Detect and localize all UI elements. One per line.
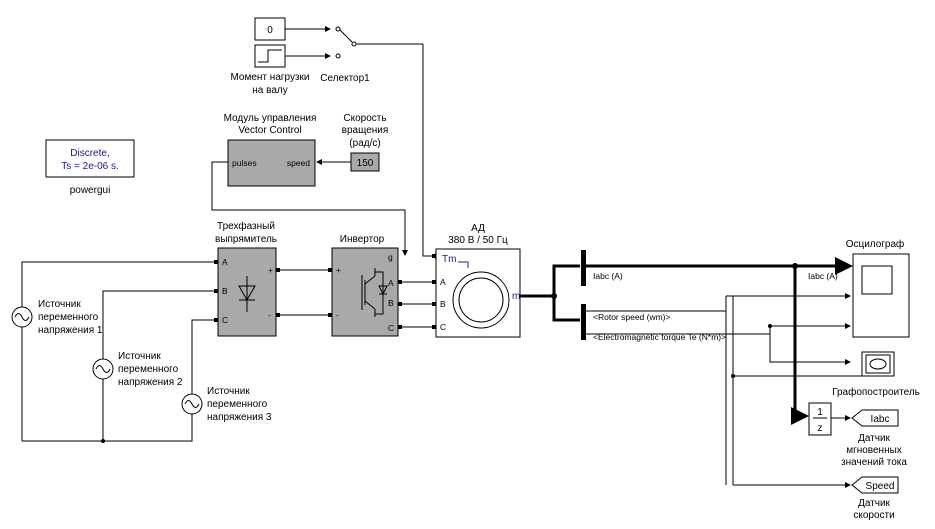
source2-label-1: Источник bbox=[118, 351, 161, 362]
unit-delay-den: z bbox=[818, 423, 823, 434]
inverter-port-minus: - bbox=[336, 310, 339, 320]
speed-ref-value: 150 bbox=[357, 158, 374, 169]
iabc-bus-signal-label: Iabc (A) bbox=[593, 271, 623, 281]
sine-icon bbox=[184, 400, 200, 408]
inverter-title: Инвертор bbox=[340, 234, 385, 245]
constant-zero-value: 0 bbox=[267, 25, 273, 36]
rectifier-port-minus: - bbox=[268, 310, 271, 320]
rotor-speed-signal-label: <Rotor speed (wm)> bbox=[593, 312, 671, 322]
rectifier-title-2: выпрямитель bbox=[215, 234, 277, 245]
source2-label-2: переменного bbox=[118, 364, 179, 375]
source3-label-3: напряжения 3 bbox=[207, 412, 272, 423]
unit-delay-num: 1 bbox=[817, 407, 823, 418]
motor-port-tm: Tm bbox=[442, 254, 456, 265]
motor-port-c: C bbox=[440, 322, 446, 332]
speed-ref-label-2: вращения bbox=[342, 125, 389, 136]
source1-label-3: напряжения 1 bbox=[38, 325, 103, 336]
scope-screen-icon bbox=[861, 265, 893, 295]
powergui-name: powergui bbox=[70, 185, 111, 196]
goto-iabc-label-1: Датчик bbox=[858, 433, 890, 444]
source3-label-2: переменного bbox=[207, 399, 268, 410]
goto-iabc-label-3: значений тока bbox=[841, 457, 907, 468]
step-block[interactable] bbox=[254, 44, 286, 68]
inverter-port-g: g bbox=[388, 252, 393, 262]
powergui-line2: Ts = 2e-06 s. bbox=[61, 161, 119, 172]
goto-iabc-tag: Iabc bbox=[871, 414, 890, 425]
ac-source-3[interactable] bbox=[181, 393, 203, 415]
vector-control-title-2: Vector Control bbox=[238, 125, 301, 136]
selector-switch[interactable] bbox=[285, 26, 423, 59]
induction-motor-block[interactable]: Tm A B C m bbox=[435, 248, 521, 338]
goto-iabc-block[interactable]: Iabc bbox=[851, 409, 899, 427]
iabc-scope-signal-label: Iabc (A) bbox=[808, 271, 838, 281]
constant-zero-block[interactable]: 0 bbox=[254, 17, 286, 41]
speed-ref-label-3: (рад/с) bbox=[349, 138, 380, 149]
inverter-block[interactable]: + - g A B C bbox=[331, 247, 399, 337]
goto-iabc-label-2: мгновенных bbox=[846, 445, 902, 456]
motor-port-m: m bbox=[512, 291, 520, 302]
source1-label-1: Источник bbox=[38, 299, 81, 310]
rectifier-port-b: B bbox=[222, 286, 228, 296]
motor-title-2: 380 В / 50 Гц bbox=[448, 235, 508, 246]
motor-port-b: B bbox=[440, 299, 446, 309]
powergui-line1: Discrete, bbox=[70, 148, 109, 159]
source2-label-3: напряжения 2 bbox=[118, 377, 183, 388]
inverter-port-a: A bbox=[388, 278, 394, 288]
bus-selector-1[interactable] bbox=[581, 250, 586, 286]
ac-source-2[interactable] bbox=[92, 358, 114, 380]
xy-graph-block[interactable] bbox=[861, 351, 895, 377]
rectifier-port-plus: + bbox=[268, 265, 273, 275]
oscilloscope-block[interactable] bbox=[852, 253, 910, 338]
ac-source-1[interactable] bbox=[11, 306, 33, 328]
vector-control-block[interactable]: pulses speed bbox=[227, 139, 316, 187]
goto-speed-tag: Speed bbox=[866, 481, 895, 492]
sine-icon bbox=[95, 365, 111, 373]
rectifier-port-a: A bbox=[222, 257, 228, 267]
rectifier-block[interactable]: A B C + - bbox=[217, 247, 277, 337]
load-torque-label-1: Момент нагрузки bbox=[230, 72, 309, 83]
motor-icon bbox=[452, 271, 510, 329]
selector-label: Селектор1 bbox=[320, 73, 370, 84]
bus-selector-2[interactable] bbox=[581, 304, 586, 340]
goto-speed-label-2: скорости bbox=[853, 510, 894, 521]
oscilloscope-title: Осцилограф bbox=[846, 238, 905, 250]
unit-delay-block[interactable]: 1 z bbox=[808, 402, 832, 436]
inverter-port-c: C bbox=[388, 323, 394, 333]
load-torque-label-2: на валу bbox=[252, 85, 287, 96]
speed-ref-label-1: Скорость bbox=[343, 113, 386, 124]
vector-control-port-pulses: pulses bbox=[232, 158, 257, 168]
plotter-title: Графопостроитель bbox=[832, 386, 920, 398]
rectifier-port-c: C bbox=[222, 315, 228, 325]
inverter-port-b: B bbox=[388, 298, 394, 308]
motor-title-1: АД bbox=[471, 223, 485, 234]
igbt-icon bbox=[361, 268, 388, 317]
vector-control-title-1: Модуль управления bbox=[224, 113, 317, 124]
diode-icon bbox=[238, 276, 256, 312]
powergui-block[interactable]: Discrete, Ts = 2e-06 s. bbox=[45, 139, 135, 178]
step-icon bbox=[258, 49, 282, 63]
motor-port-a: A bbox=[440, 277, 446, 287]
source1-label-2: переменного bbox=[38, 312, 99, 323]
rectifier-title-1: Трехфазный bbox=[217, 220, 275, 232]
goto-speed-block[interactable]: Speed bbox=[851, 476, 899, 494]
inverter-port-plus: + bbox=[336, 265, 341, 275]
sine-icon bbox=[14, 313, 30, 321]
speed-ref-constant[interactable]: 150 bbox=[350, 152, 380, 172]
vector-control-port-speed: speed bbox=[287, 158, 310, 168]
em-torque-signal-label: <Electromagnetic torque Te (N*m)> bbox=[593, 332, 726, 342]
goto-speed-label-1: Датчик bbox=[858, 498, 890, 509]
xy-graph-icon bbox=[869, 358, 887, 370]
source3-label-1: Источник bbox=[207, 386, 250, 397]
